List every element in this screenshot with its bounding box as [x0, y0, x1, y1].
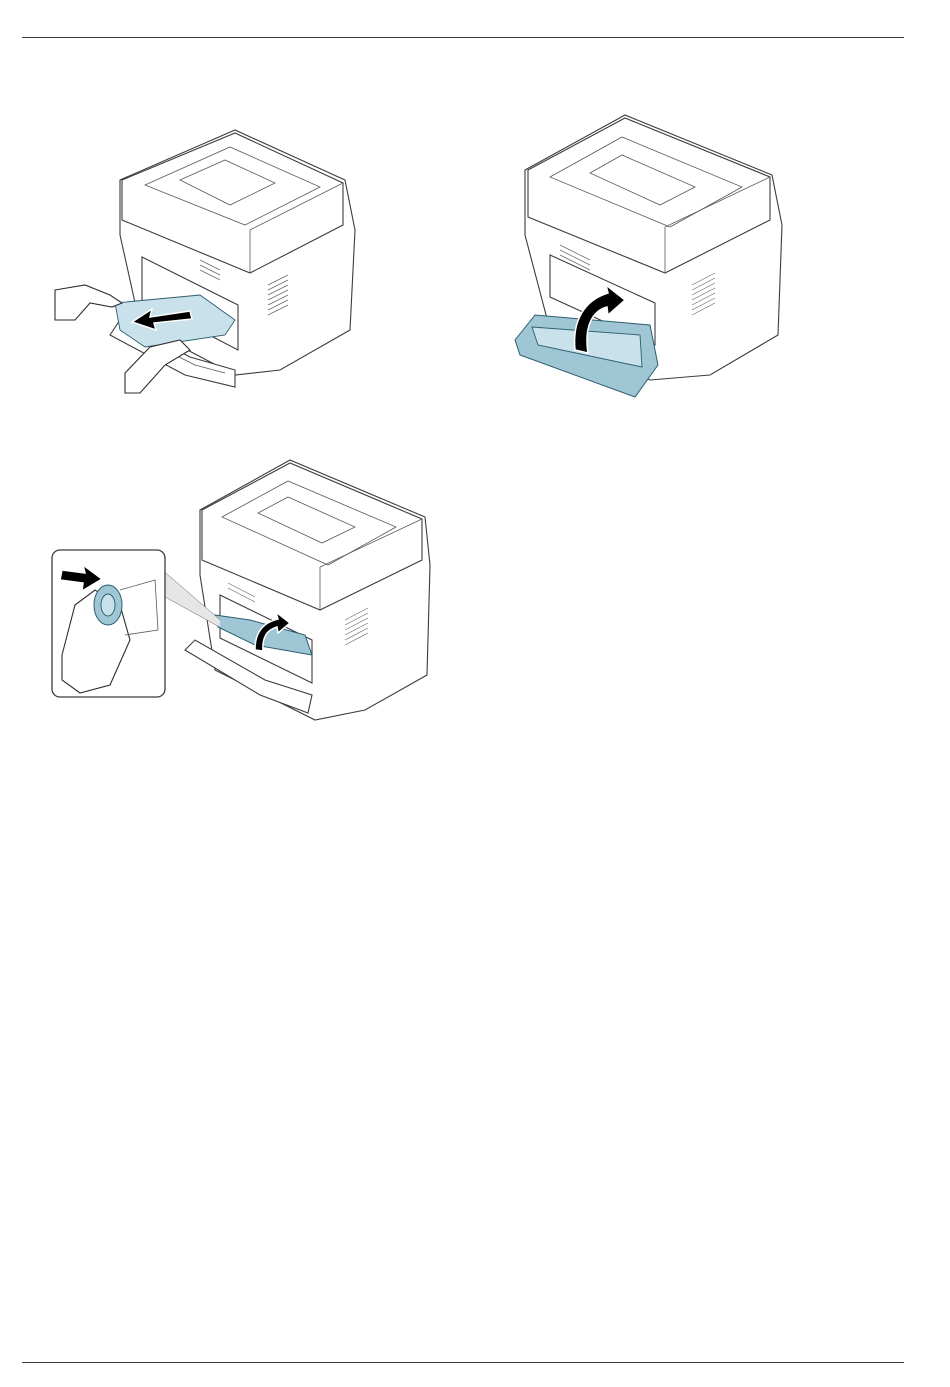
printer-fuser-lever-illustration	[50, 455, 435, 725]
header-rule	[22, 37, 904, 38]
footer-rule	[22, 1362, 904, 1363]
printer-rear-close-cover-illustration	[510, 105, 790, 405]
printer-rear-remove-paper-illustration	[50, 125, 360, 400]
